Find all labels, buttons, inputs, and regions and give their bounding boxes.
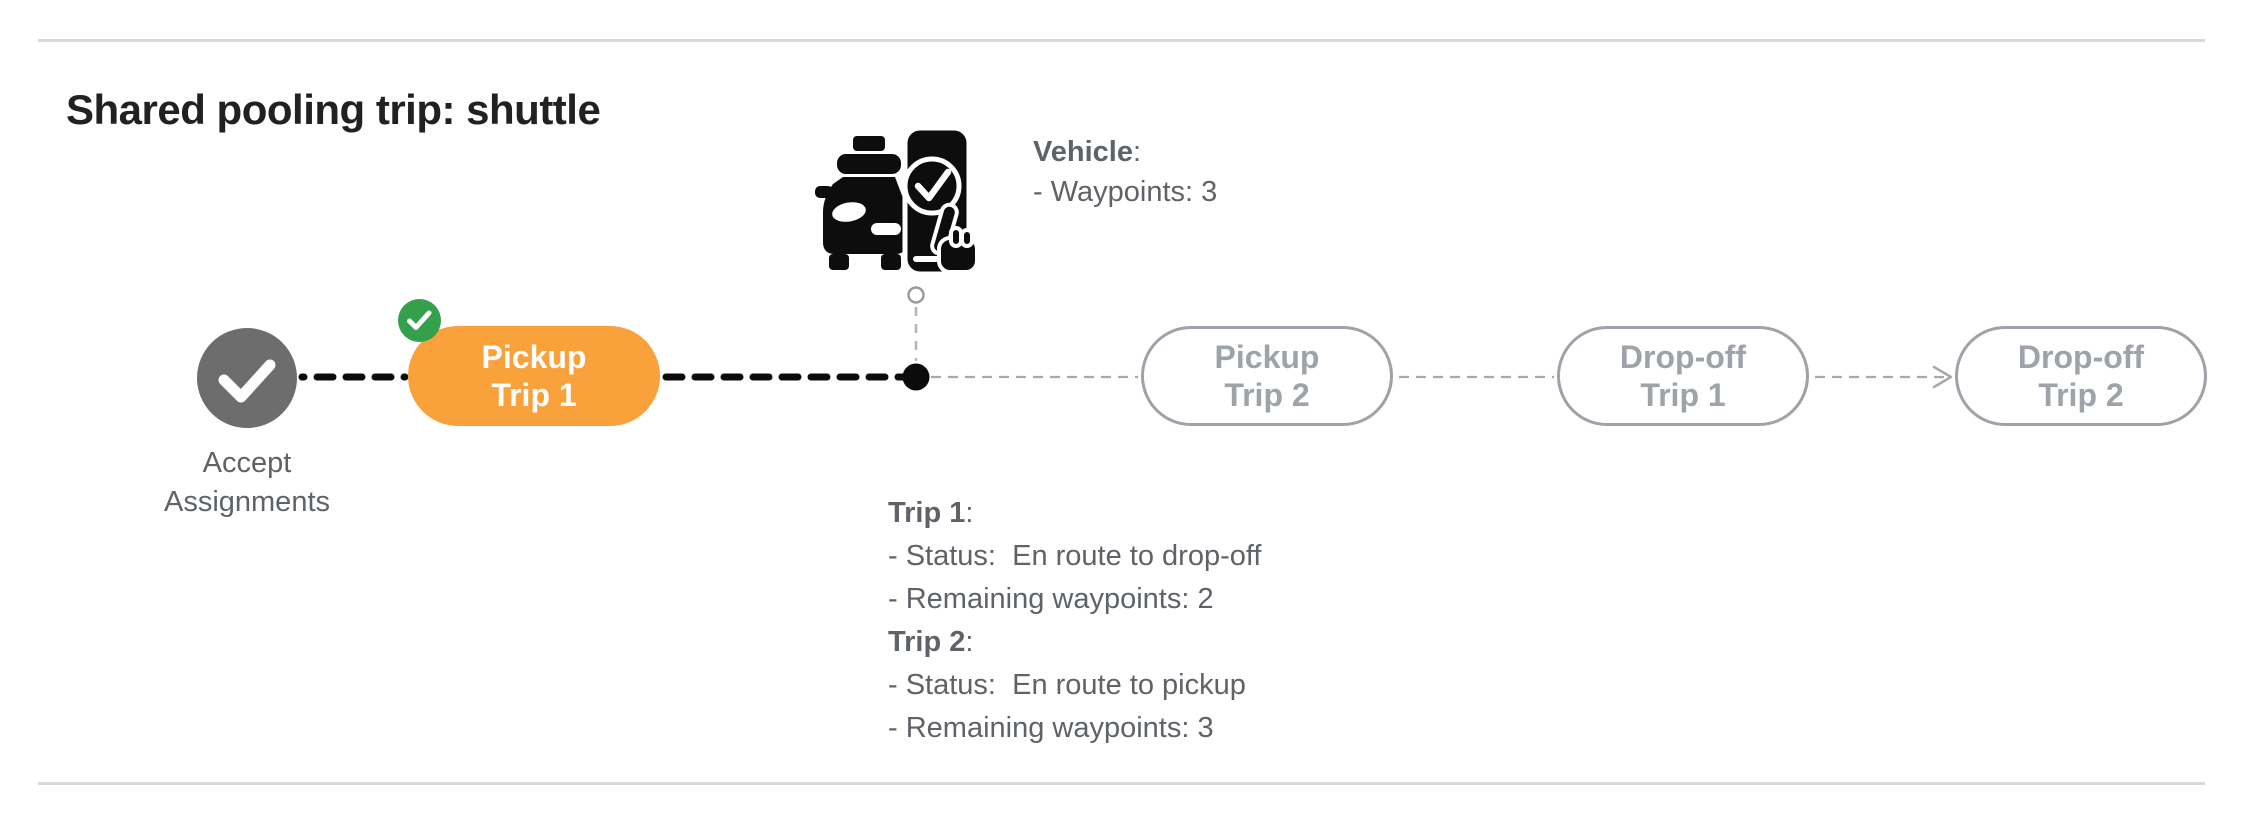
trip1-title: Trip 1: xyxy=(888,497,974,529)
trip2-status: - Status: En route to pickup xyxy=(888,669,1246,701)
vehicle-waypoints: - Waypoints: 3 xyxy=(1033,176,1218,208)
trip-status-callout: Trip 1: - Status: En route to drop-off -… xyxy=(888,492,1261,750)
accept-assignments-label: Accept Assignments xyxy=(163,447,330,518)
arrowhead-icon xyxy=(1932,365,1953,389)
check-icon xyxy=(407,310,432,330)
trip1-waypoints: - Remaining waypoints: 2 xyxy=(888,583,1214,615)
page-title: Shared pooling trip: shuttle xyxy=(66,86,601,134)
check-icon xyxy=(218,359,276,403)
vehicle-info-title: Vehicle: xyxy=(1033,136,1142,168)
current-position-dot xyxy=(902,363,930,391)
node-dropoff-trip-1: Drop-off Trip 1 xyxy=(1557,326,1809,426)
vehicle-anchor-circle xyxy=(907,286,925,304)
vehicle-info: Vehicle: - Waypoints: 3 xyxy=(1033,132,1217,212)
bottom-divider xyxy=(38,782,2205,785)
trip2-waypoints: - Remaining waypoints: 3 xyxy=(888,712,1214,744)
node-pickup-trip-2: Pickup Trip 2 xyxy=(1141,326,1393,426)
top-divider xyxy=(38,39,2205,42)
vehicle-icon xyxy=(815,125,977,277)
node-dropoff-trip-2: Drop-off Trip 2 xyxy=(1955,326,2207,426)
trip1-status: - Status: En route to drop-off xyxy=(888,540,1262,572)
node-accept-assignments xyxy=(197,328,297,428)
completed-check-badge xyxy=(398,299,441,342)
trip2-title: Trip 2: xyxy=(888,626,974,658)
node-pickup-trip-1: Pickup Trip 1 xyxy=(408,326,660,426)
